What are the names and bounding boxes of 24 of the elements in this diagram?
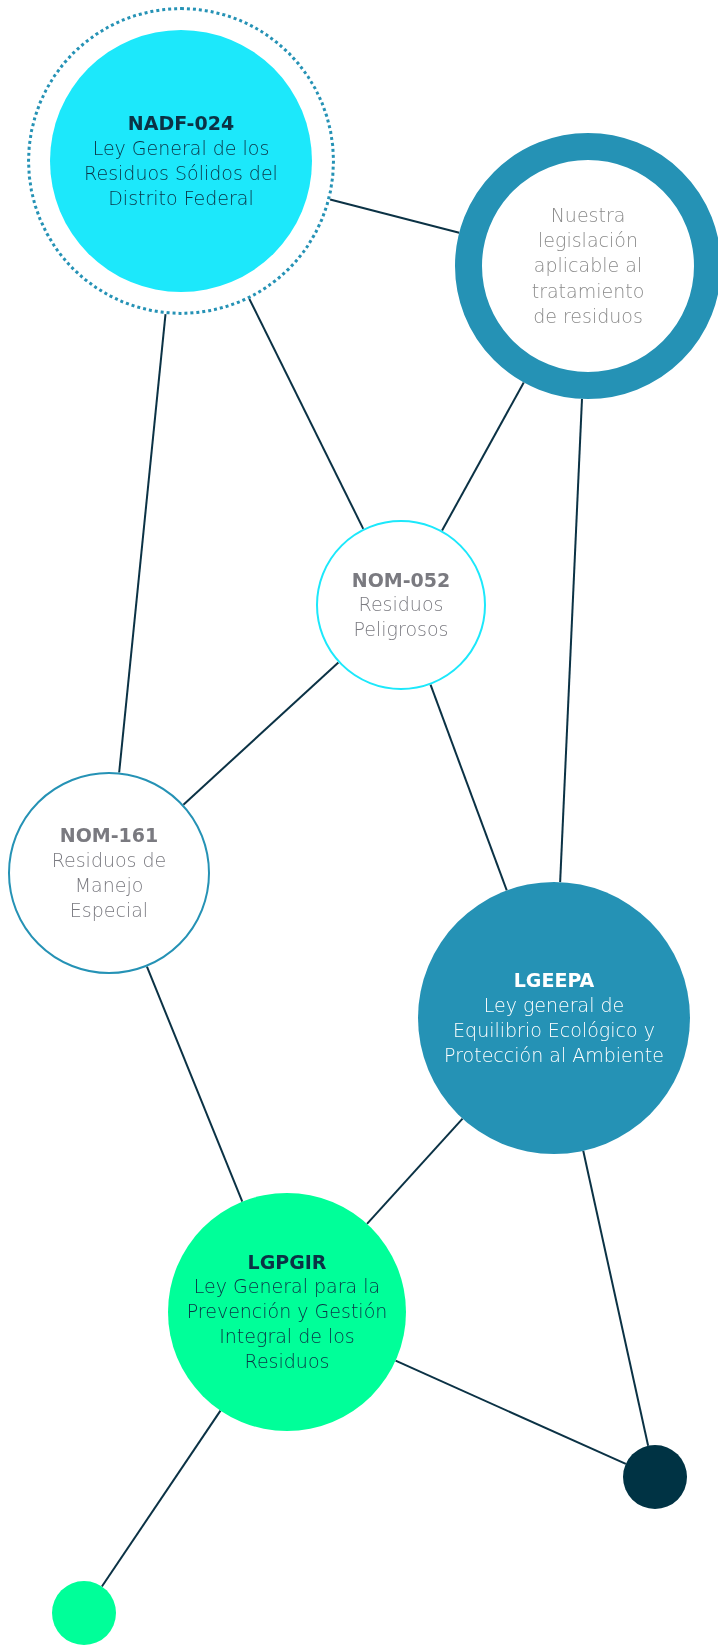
dotted-ring-circle bbox=[27, 7, 335, 315]
node-text: Ley general de Equilibrio Ecológico y Protección al Ambiente bbox=[443, 992, 665, 1068]
connector-line bbox=[429, 683, 508, 892]
node-heading: NOM-161 bbox=[59, 823, 159, 848]
connector-line bbox=[182, 661, 340, 806]
connector-line bbox=[441, 381, 525, 532]
node-heading: LGPGIR bbox=[247, 1249, 327, 1275]
connector-line bbox=[366, 1117, 464, 1225]
node-text: Ley General de los Residuos Sólidos del Distrito Federal bbox=[83, 135, 279, 211]
node-text: Residuos de Manejo Especial bbox=[50, 847, 168, 923]
connector-line bbox=[582, 1149, 650, 1447]
node-heading: LGEEPA bbox=[513, 968, 595, 993]
connector-line bbox=[145, 965, 244, 1203]
node-text: Residuos Peligrosos bbox=[352, 592, 450, 643]
node-text: Ley General para la Prevención y Gestión Integral de los Residuos bbox=[185, 1274, 389, 1375]
connector-line bbox=[394, 1359, 627, 1465]
connector-line bbox=[559, 397, 583, 884]
connector-line bbox=[248, 298, 365, 530]
connector-line bbox=[329, 198, 461, 234]
connector-line bbox=[118, 313, 167, 774]
node-text: Nuestra legislación aplicable al tratamiento de residuos bbox=[530, 203, 646, 329]
connector-line bbox=[100, 1409, 222, 1588]
node-heading: NOM-052 bbox=[351, 567, 451, 593]
node-heading: NADF-024 bbox=[127, 111, 235, 136]
